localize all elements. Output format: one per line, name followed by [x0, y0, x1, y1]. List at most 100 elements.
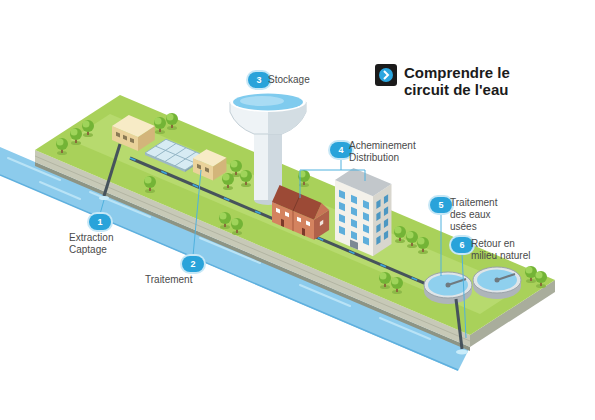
intake-pipe: [104, 144, 120, 196]
house-roof: [272, 185, 322, 220]
bracket: [300, 158, 365, 198]
callout-label: Traitement des eaux usées: [450, 197, 516, 233]
apartment-side: [373, 184, 391, 256]
window: [205, 167, 209, 173]
basin-water: [477, 270, 517, 291]
callout-label: Stockage: [268, 74, 328, 86]
window: [197, 164, 201, 170]
leader-lines: [100, 158, 466, 338]
tree: [144, 176, 156, 193]
door: [302, 228, 305, 236]
window: [351, 219, 357, 229]
land-strip: [35, 95, 555, 351]
callout-badge: 1Extraction Captage: [89, 214, 111, 230]
callout-badge: 5Traitement des eaux usées: [430, 197, 452, 213]
tree: [391, 277, 403, 294]
tank-rim: [230, 92, 306, 112]
callout-number: 2: [182, 256, 204, 272]
callout-badge: 3Stockage: [248, 72, 270, 88]
window: [339, 190, 345, 200]
window: [376, 199, 380, 209]
basin-arm: [497, 274, 515, 280]
window: [306, 220, 310, 226]
tree: [82, 120, 94, 137]
tree: [240, 170, 252, 187]
grass-band: [70, 114, 520, 314]
building-roof: [112, 115, 155, 137]
callout-label: Acheminement Distribution: [349, 140, 423, 164]
door: [281, 219, 284, 227]
roof-divider: [293, 194, 301, 211]
callout-label: Extraction Captage: [69, 232, 125, 256]
intake-splash: [99, 196, 109, 200]
window: [376, 235, 380, 245]
icon-chevron: [384, 71, 388, 79]
extraction-building: [99, 115, 155, 200]
house-divider: [292, 211, 293, 231]
window: [351, 195, 357, 205]
tree: [154, 117, 166, 134]
icon-square: [375, 64, 397, 86]
houses: [272, 185, 329, 240]
title-icon: [375, 64, 397, 86]
leader-line: [100, 200, 104, 214]
window: [384, 194, 388, 204]
window: [339, 214, 345, 224]
basin-water: [428, 275, 468, 296]
callout-number: 6: [451, 237, 473, 253]
outlet-pipe: [456, 299, 462, 349]
callout-number: 5: [430, 197, 452, 213]
window: [276, 208, 280, 214]
leader-line: [441, 213, 442, 276]
tree: [379, 272, 391, 289]
callout-label: Traitement: [145, 274, 205, 286]
window: [351, 207, 357, 217]
leader-line: [462, 253, 466, 338]
basin-hub: [495, 278, 500, 283]
callout-number: 3: [248, 72, 270, 88]
window: [363, 212, 369, 222]
trees-front: [144, 176, 547, 294]
basin-rim: [473, 267, 521, 293]
building-roof: [193, 149, 226, 166]
tank-water-light: [240, 96, 284, 106]
window: [123, 135, 127, 141]
tree: [535, 271, 547, 288]
window: [376, 223, 380, 233]
callout-number: 1: [89, 214, 111, 230]
tree: [222, 173, 234, 190]
water-tower: [230, 92, 306, 205]
leader-line: [193, 170, 201, 256]
tree: [70, 128, 82, 145]
callout-badge: 6Retour en milieu naturel: [451, 237, 473, 253]
window: [363, 224, 369, 234]
window: [297, 217, 301, 223]
window: [376, 211, 380, 221]
pipe-flow: [130, 158, 440, 290]
window: [384, 206, 388, 216]
window: [363, 236, 369, 246]
door: [350, 239, 358, 249]
tree: [231, 218, 243, 235]
outlet-splash: [456, 350, 468, 355]
tree: [417, 237, 429, 254]
pipe: [130, 158, 440, 290]
window: [363, 200, 369, 210]
window: [320, 220, 323, 226]
apartment-roof: [335, 168, 391, 196]
apartment-building: [335, 168, 391, 256]
icon-circle: [379, 68, 393, 82]
treatment-building: [193, 149, 226, 180]
callout-label: Retour en milieu naturel: [471, 238, 537, 262]
tree: [394, 226, 406, 243]
tree: [525, 266, 537, 283]
tree: [56, 138, 68, 155]
window: [339, 226, 345, 236]
window: [285, 212, 289, 218]
basin-hub: [446, 283, 451, 288]
window: [384, 218, 388, 228]
